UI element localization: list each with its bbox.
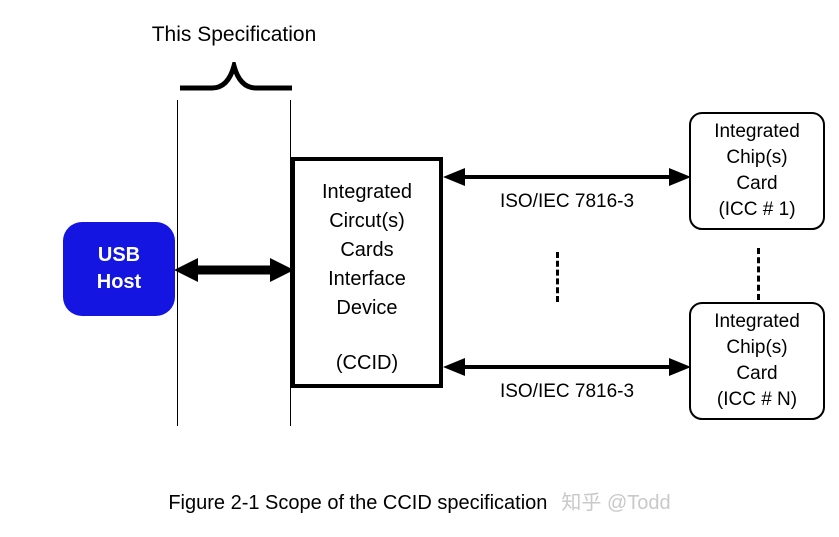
brace-icon bbox=[180, 62, 292, 91]
icc-card-line: Card bbox=[736, 363, 778, 384]
icc-card-identifier: (ICC # N) bbox=[716, 389, 798, 410]
figure-caption: Figure 2-1 Scope of the CCID specificati… bbox=[0, 490, 839, 516]
watermark: 知乎 @Todd bbox=[561, 492, 671, 514]
icc-card-block-1: Integrated Chip(s) Card (ICC # 1) bbox=[689, 112, 825, 230]
iso-link-label-2: ISO/IEC 7816-3 bbox=[499, 381, 635, 402]
icc-card-identifier: (ICC # 1) bbox=[718, 199, 796, 220]
vertical-dashed-line-icon bbox=[757, 248, 760, 300]
ccid-block: Integrated Circut(s) Cards Interface Dev… bbox=[291, 157, 443, 388]
vertical-dashed-line-icon bbox=[556, 252, 559, 302]
iso-link-label-1: ISO/IEC 7816-3 bbox=[499, 191, 635, 212]
icc-card-line: Integrated bbox=[714, 121, 800, 142]
scope-boundary-left bbox=[177, 100, 178, 426]
ccid-line: Interface bbox=[328, 268, 406, 290]
usb-host-block: USB Host bbox=[63, 222, 175, 316]
spec-scope-title: This Specification bbox=[151, 23, 317, 46]
double-arrow-horizontal-icon bbox=[443, 168, 691, 186]
icc-card-line: Chip(s) bbox=[726, 337, 788, 358]
usb-host-label-line2: Host bbox=[96, 271, 142, 293]
ccid-line: Cards bbox=[340, 239, 394, 261]
double-arrow-horizontal-icon bbox=[174, 258, 294, 282]
ccid-line: Device bbox=[336, 297, 398, 319]
scope-boundary-right bbox=[290, 100, 291, 426]
icc-card-line: Card bbox=[736, 173, 778, 194]
figure-caption-text: Figure 2-1 Scope of the CCID specificati… bbox=[168, 492, 548, 514]
icc-card-line: Integrated bbox=[714, 311, 800, 332]
ccid-acronym: (CCID) bbox=[335, 352, 399, 374]
ccid-line: Integrated bbox=[321, 181, 413, 203]
ccid-line: Circut(s) bbox=[329, 210, 405, 232]
icc-card-block-n: Integrated Chip(s) Card (ICC # N) bbox=[689, 302, 825, 420]
usb-host-label-line1: USB bbox=[97, 244, 141, 266]
double-arrow-horizontal-icon bbox=[443, 358, 691, 376]
icc-card-line: Chip(s) bbox=[726, 147, 788, 168]
